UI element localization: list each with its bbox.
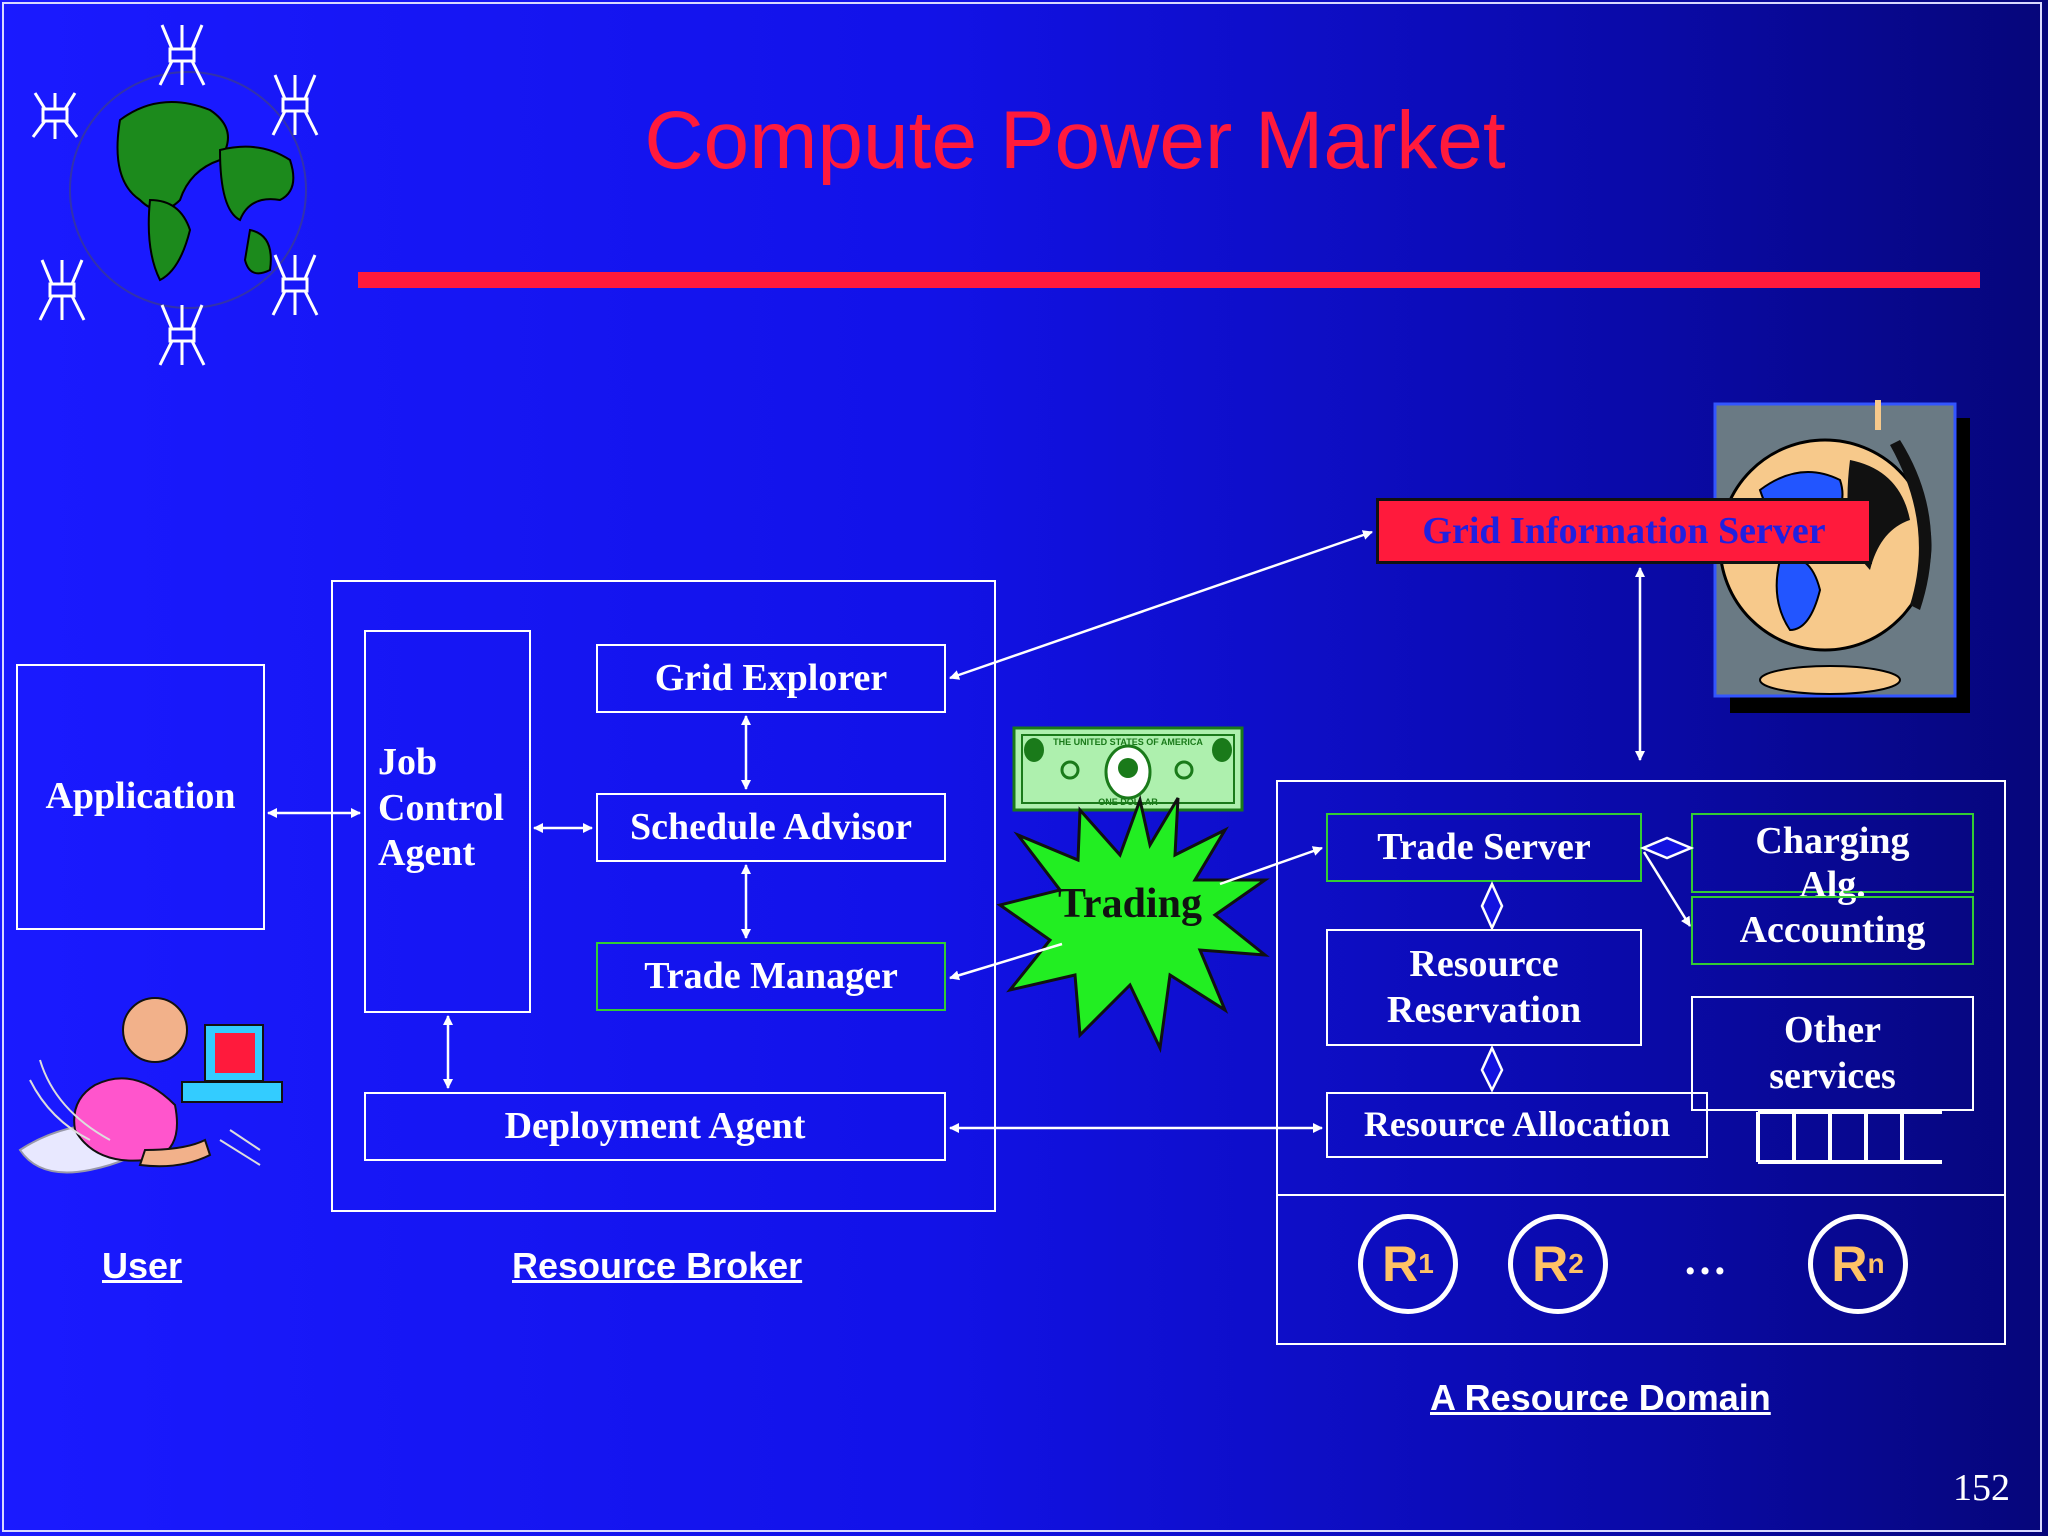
resource-r1-sub: 1: [1418, 1248, 1434, 1279]
other-services-line-1: Other: [1783, 1008, 1882, 1051]
trading-starburst-icon: [996, 794, 1270, 1054]
bill-top-text: THE UNITED STATES OF AMERICA: [1053, 737, 1203, 747]
job-control-agent-label: Job Control Agent: [378, 740, 528, 890]
resource-domain-caption: A Resource Domain: [1430, 1377, 1771, 1418]
grid-explorer-box: [596, 644, 946, 713]
resource-r1-letter: R: [1382, 1236, 1419, 1292]
deployment-agent-box: [364, 1092, 946, 1161]
resource-domain-divider: [1276, 1194, 2006, 1196]
grid-information-server-box: Grid Information Server: [1376, 498, 1872, 564]
resource-rn-sub: n: [1867, 1248, 1885, 1279]
job-control-agent-line-3: Agent: [378, 832, 476, 875]
trade-manager-label: Trade Manager: [644, 954, 898, 997]
other-services-label: Other services: [1691, 996, 1974, 1111]
trade-manager-box: [596, 942, 946, 1011]
title-underline-bar: [358, 272, 1980, 288]
charging-alg-line-1: Charging: [1755, 820, 1910, 863]
resource-allocation-label: Resource Allocation: [1363, 1104, 1671, 1145]
globe-network-icon: [31, 24, 319, 366]
resource-broker-caption: Resource Broker: [512, 1245, 803, 1286]
trade-server-label: Trade Server: [1377, 825, 1591, 868]
resource-domain-box: [1276, 780, 2006, 1345]
charging-alg-box: [1691, 813, 1974, 893]
accounting-box: [1691, 896, 1974, 965]
resource-broker-box: [331, 580, 996, 1212]
resource-r2-letter: R: [1532, 1236, 1569, 1292]
application-label: Application: [45, 775, 236, 818]
resource-ellipsis: …: [1683, 1234, 1727, 1284]
resource-reservation-box: [1326, 929, 1642, 1046]
resource-r2-sub: 2: [1568, 1248, 1584, 1279]
bill-bottom-text: ONE DOLLAR: [1098, 797, 1158, 807]
job-control-agent-box: [364, 630, 531, 1013]
other-services-line-2: services: [1769, 1054, 1896, 1097]
resource-allocation-box: [1326, 1092, 1708, 1158]
accounting-label: Accounting: [1739, 908, 1926, 951]
user-at-computer-icon: [18, 997, 283, 1174]
desk-globe-icon: [1713, 400, 1970, 713]
schedule-advisor-box: [596, 793, 946, 862]
page-number: 152: [1953, 1467, 2010, 1509]
user-caption: User: [102, 1245, 183, 1286]
job-queue-icon: [0, 0, 2048, 1180]
job-control-agent-line-2: Control: [378, 786, 504, 829]
application-box: [16, 664, 265, 930]
dollar-bill-icon: THE UNITED STATES OF AMERICA ONE DOLLAR: [1012, 726, 1244, 812]
grid-explorer-label: Grid Explorer: [654, 656, 888, 699]
resource-reservation-label: Resource Reservation: [1326, 929, 1642, 1046]
page-title: Compute Power Market: [644, 95, 1506, 186]
resource-reservation-line-2: Reservation: [1386, 988, 1582, 1031]
resource-rn-letter: R: [1831, 1236, 1868, 1292]
resource-reservation-line-1: Resource: [1409, 942, 1559, 985]
charging-alg-label: Charging Alg.: [1691, 820, 1974, 906]
deployment-agent-label: Deployment Agent: [504, 1104, 806, 1147]
trading-label: Trading: [1058, 881, 1202, 927]
schedule-advisor-label: Schedule Advisor: [630, 805, 912, 848]
charging-alg-line-2: Alg.: [1799, 864, 1866, 906]
job-control-agent-line-1: Job: [378, 741, 438, 783]
